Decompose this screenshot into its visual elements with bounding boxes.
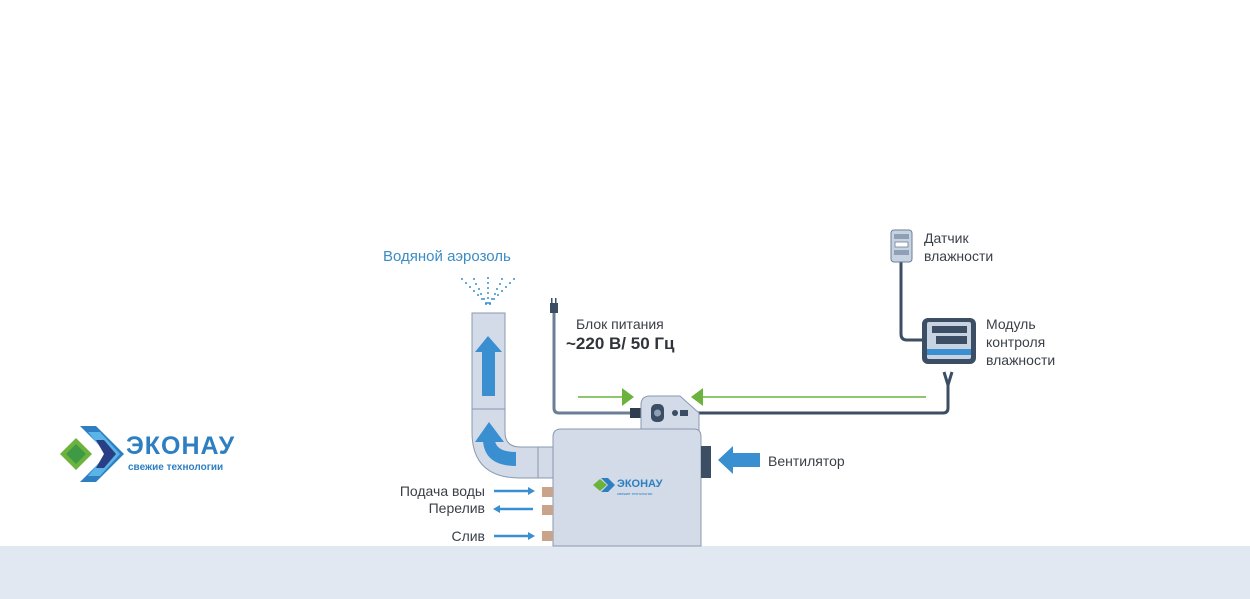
unit-brand-name: ЭКОНАУ [617,478,663,490]
power-title-label: Блок питания [576,316,664,332]
control-cable [686,371,950,415]
airflow-curve-arrow-icon [475,422,516,466]
signal-arrow-left [578,388,634,406]
power-cable [550,298,642,418]
brand-tagline: свежие технологии [128,462,224,473]
signal-arrow-right [691,388,926,406]
overflow-label: Перелив [428,500,485,516]
floor-band [0,546,1250,599]
module-label-2: контроля [986,334,1046,350]
unit-logo-icon [593,478,615,492]
humidity-sensor-icon [890,229,913,263]
brand-name: ЭКОНАУ [126,432,236,460]
humidity-control-module-icon [922,318,976,364]
overflow-arrow [493,505,533,513]
power-spec-label: ~220 В/ 50 Гц [566,334,675,353]
control-cable-fork [946,371,954,386]
aerosol-spray-icon [461,277,515,305]
sensor-label-2: влажности [924,248,994,264]
brand-logo-icon [60,426,124,482]
sensor-label-1: Датчик [924,230,969,246]
airflow-up-arrow-icon [475,336,502,396]
water-supply-arrow [494,487,535,495]
aerosol-label: Водяной аэрозоль [383,248,511,265]
drain-label: Слив [451,528,485,544]
fan-label: Вентилятор [768,453,845,469]
main-unit [542,395,711,547]
sensor-cable [899,262,924,342]
module-label-3: влажности [986,352,1056,368]
brand-logo: ЭКОНАУ свежие технологии [58,424,258,484]
fan-intake-arrow-icon [718,446,760,474]
module-label-1: Модуль [986,316,1036,332]
unit-brand-tagline: свежие технологии [617,491,653,496]
air-duct [471,312,554,479]
water-supply-label: Подача воды [399,483,485,499]
drain-arrow [494,532,535,540]
